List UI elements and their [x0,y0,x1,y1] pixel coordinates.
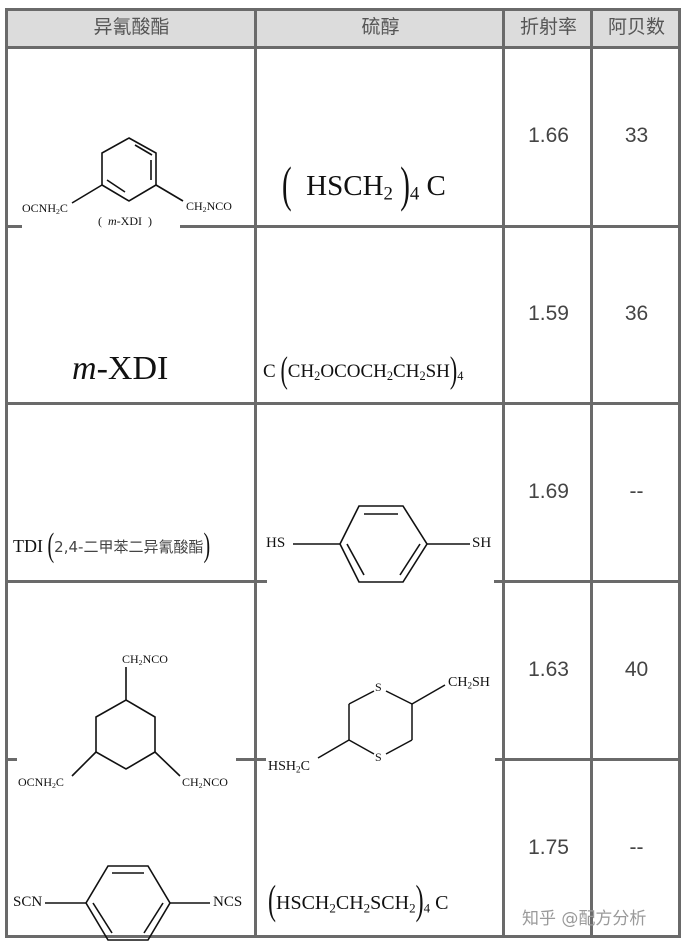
header-thiol: 硫醇 [361,16,400,38]
refractive-index-value: 1.59 [528,302,569,325]
abbe-number-value: 36 [624,302,649,325]
thiol-formula-5: (HSCH2CH2SCH2)4 C [268,879,449,924]
grid-line [180,225,681,228]
m-xdi-name-rest: -XDI [96,350,169,387]
grid-line [5,580,267,583]
grid-line [254,8,257,937]
header-isocyanate: 异氰酸酯 [93,16,170,38]
header-background [6,8,679,47]
grid-line [5,225,22,228]
grid-line [495,758,681,761]
tdi-abbrev: TDI [13,536,43,556]
grid-line [5,8,681,11]
abbe-number-value: 40 [624,658,649,681]
cyclohexane-right-group: CH2NCO [182,775,228,790]
refractive-index-value: 1.63 [528,658,569,681]
grid-line [678,8,681,937]
tdi-name: TDI (2,4-二甲苯二异氰酸酯) [13,526,211,565]
grid-line [502,8,505,937]
grid-line [5,8,8,937]
dithiane-left-group: HSH2C [268,759,310,775]
refractive-index-value: 1.75 [528,836,569,859]
grid-line [494,580,681,583]
grid-line [5,758,17,761]
abbe-number-value: 33 [624,124,649,147]
dithiane-sulfur-top: S [375,680,382,694]
cyclohexane-top-group: CH2NCO [122,652,168,667]
dithiane-sulfur-bottom: S [375,750,382,764]
thiol-formula-2: C (CH2OCOCH2CH2SH)4 [263,347,464,391]
benzenedithiol-left-group: HS [266,535,286,551]
diisothiocyanate-left-group: SCN [13,894,43,910]
diisothiocyanate-right-group: NCS [213,894,243,910]
header-refractive-index: 折射率 [519,16,577,38]
grid-line [5,935,681,938]
grid-line [5,46,681,49]
watermark: 知乎 @配方分析 [522,909,647,929]
grid-line [236,758,266,761]
dithiane-right-group: CH2SH [448,675,490,691]
thiol-formula-1: ( HSCH2 )4 C [282,158,446,213]
grid-line [5,402,681,405]
grid-line [590,8,593,937]
m-xdi-label: ( m-XDI ) [98,214,152,228]
refractive-index-value: 1.66 [528,124,569,147]
m-xdi-left-group: OCNH2C [22,201,68,216]
m-xdi-name-prefix: m [72,350,97,387]
abbe-number-value: -- [629,836,644,859]
cyclohexane-left-group: OCNH2C [18,775,64,790]
m-xdi-right-group: CH2NCO [186,199,232,214]
benzenedithiol-right-group: SH [472,535,492,551]
tdi-full-name: 2,4-二甲苯二异氰酸酯 [54,538,204,556]
m-xdi-name: m-XDI [72,350,168,388]
abbe-number-value: -- [629,480,644,503]
header-abbe-number: 阿贝数 [607,16,665,38]
m-xdi-structure [71,137,184,204]
refractive-index-value: 1.69 [528,480,569,503]
